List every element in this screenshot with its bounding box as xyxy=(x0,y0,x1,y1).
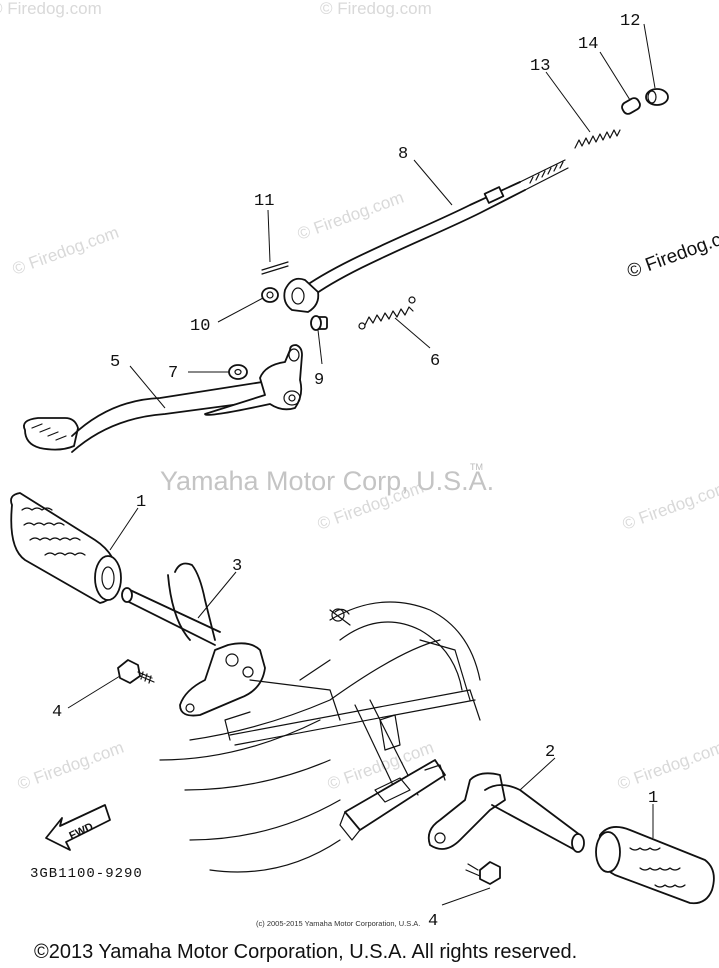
callout-9: 9 xyxy=(314,371,324,390)
callout-11: 11 xyxy=(254,192,274,211)
watermarks: © Firedog.com © Firedog.com © Firedog.co… xyxy=(0,0,719,794)
part-8-brake-rod xyxy=(299,159,569,299)
watermark: © Firedog.com xyxy=(295,188,406,244)
part-10-washer xyxy=(261,287,279,303)
part-14-joint xyxy=(621,97,641,115)
leader-lines xyxy=(67,23,656,906)
callout-8: 8 xyxy=(398,145,408,164)
part-11-cotter-pin xyxy=(261,261,289,275)
part-2-right-footrest-bracket xyxy=(427,772,585,853)
part-12-adjuster-nut xyxy=(645,88,669,106)
watermark: © Firedog.com xyxy=(615,738,719,794)
footer-copyright: ©2013 Yamaha Motor Corporation, U.S.A. A… xyxy=(34,941,577,963)
rod-clevis xyxy=(283,277,320,313)
callout-12: 12 xyxy=(620,12,640,31)
part-1-footrest-left xyxy=(10,492,122,604)
watermark: © Firedog.com xyxy=(320,0,432,18)
part-6-return-spring xyxy=(358,296,416,330)
callout-14: 14 xyxy=(578,35,598,54)
part-3-left-footrest-bracket xyxy=(121,562,266,717)
crossbar xyxy=(339,759,446,841)
part-4-bolt-bottom xyxy=(465,861,501,885)
watermark-dark: © Firedog.com xyxy=(625,220,719,282)
watermark: © Firedog.com xyxy=(15,738,126,794)
callout-10: 10 xyxy=(190,317,210,336)
part-5-brake-pedal xyxy=(23,344,303,453)
callout-1-right: 1 xyxy=(648,789,658,808)
callout-7: 7 xyxy=(168,364,178,383)
watermark: © Firedog.com xyxy=(620,478,719,534)
watermark: © Firedog.com xyxy=(0,0,102,18)
diagram-part-number: 3GB1100-9290 xyxy=(30,866,143,882)
callout-13: 13 xyxy=(530,57,550,76)
part-13-spring xyxy=(574,129,621,149)
watermark: © Firedog.com xyxy=(10,223,121,279)
brake-pedal-assembly xyxy=(23,88,669,453)
callout-2: 2 xyxy=(545,743,555,762)
callout-4-bottom: 4 xyxy=(428,912,438,931)
part-9-pin xyxy=(310,315,328,331)
trademark-mark: TM xyxy=(470,462,483,472)
callouts: 12 14 13 8 11 10 9 6 5 7 1 3 4 2 1 4 xyxy=(52,12,658,931)
brand-watermark: Yamaha Motor Corp, U.S.A. xyxy=(160,466,494,496)
part-7-washer xyxy=(228,364,248,380)
footrest-assembly: FWD xyxy=(10,492,715,905)
callout-1-top: 1 xyxy=(136,493,146,512)
small-copyright: (c) 2005-2015 Yamaha Motor Corporation, … xyxy=(256,919,420,928)
part-1-footrest-right xyxy=(595,826,715,905)
fwd-arrow-icon: FWD xyxy=(45,804,111,851)
part-4-bolt-left xyxy=(117,659,155,684)
callout-5: 5 xyxy=(110,353,120,372)
callout-4-left: 4 xyxy=(52,703,62,722)
callout-6: 6 xyxy=(430,352,440,371)
callout-3: 3 xyxy=(232,557,242,576)
